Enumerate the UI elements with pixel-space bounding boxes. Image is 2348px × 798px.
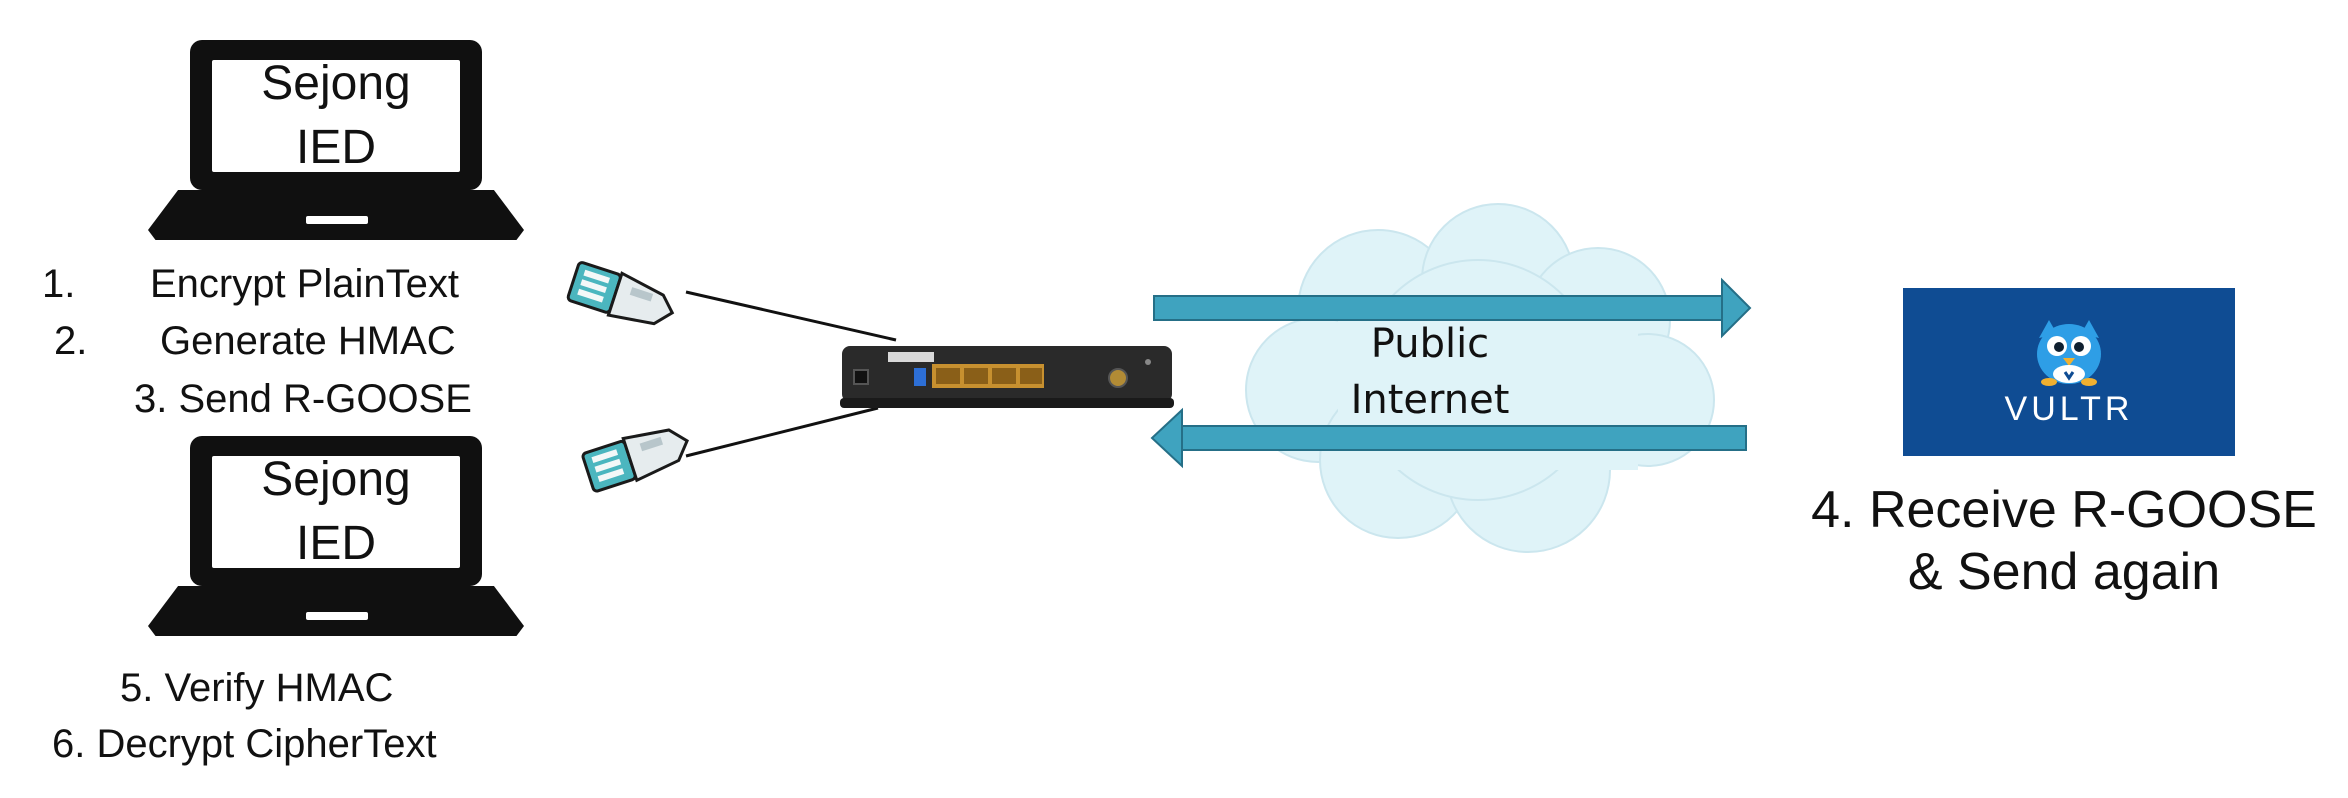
- server-caption-line1: 4. Receive R-GOOSE: [1811, 481, 2317, 539]
- laptop-base: [148, 190, 524, 240]
- step-1-number: 1.: [42, 262, 76, 306]
- laptop-label-line2: IED: [295, 121, 376, 174]
- laptop-label-line1: Sejong: [261, 453, 411, 506]
- laptop-icon-top: Sejong IED: [148, 40, 524, 246]
- laptop-label-line2: IED: [295, 517, 376, 570]
- step-2-number: 2.: [54, 319, 88, 363]
- cloud-label-line1: Public: [1370, 321, 1490, 367]
- arrow-from-server: [1150, 407, 1747, 469]
- laptop-screen: Sejong IED: [212, 453, 460, 570]
- server-caption-line2: & Send again: [1907, 543, 2221, 601]
- step-1-text: Encrypt PlainText: [150, 262, 460, 306]
- arrow-to-server: [1153, 277, 1752, 339]
- laptop-screen: Sejong IED: [212, 57, 460, 174]
- ethernet-cable-icon: [566, 261, 675, 326]
- ethernet-cables: [566, 261, 897, 493]
- laptop-screen-frame: Sejong IED: [190, 436, 482, 586]
- ethernet-wire-top: [685, 290, 897, 342]
- laptop-label-line1: Sejong: [261, 57, 411, 110]
- ethernet-cable-icon: [581, 428, 689, 493]
- step-3-text: 3. Send R-GOOSE: [134, 377, 472, 421]
- laptop-screen-frame: Sejong IED: [190, 40, 482, 190]
- vultr-mascot-icon: [2037, 320, 2101, 386]
- traffic-arrows: [1150, 277, 1752, 469]
- step-6-text: 6. Decrypt CipherText: [52, 722, 437, 766]
- laptop-trackpad: [306, 216, 368, 224]
- step-5-text: 5. Verify HMAC: [120, 666, 394, 710]
- vultr-logo: VULTR: [1903, 288, 2235, 456]
- step-2-text: Generate HMAC: [160, 319, 456, 363]
- laptop-base: [148, 586, 524, 636]
- router-icon: [840, 346, 1174, 408]
- vultr-brand-text: VULTR: [2004, 390, 2134, 428]
- cloud-label-line2: Internet: [1350, 377, 1510, 423]
- laptop-trackpad: [306, 612, 368, 620]
- cloud-label: Public Internet: [1310, 316, 1550, 428]
- ethernet-wire-bottom: [685, 406, 879, 458]
- laptop-icon-bottom: Sejong IED: [148, 436, 524, 642]
